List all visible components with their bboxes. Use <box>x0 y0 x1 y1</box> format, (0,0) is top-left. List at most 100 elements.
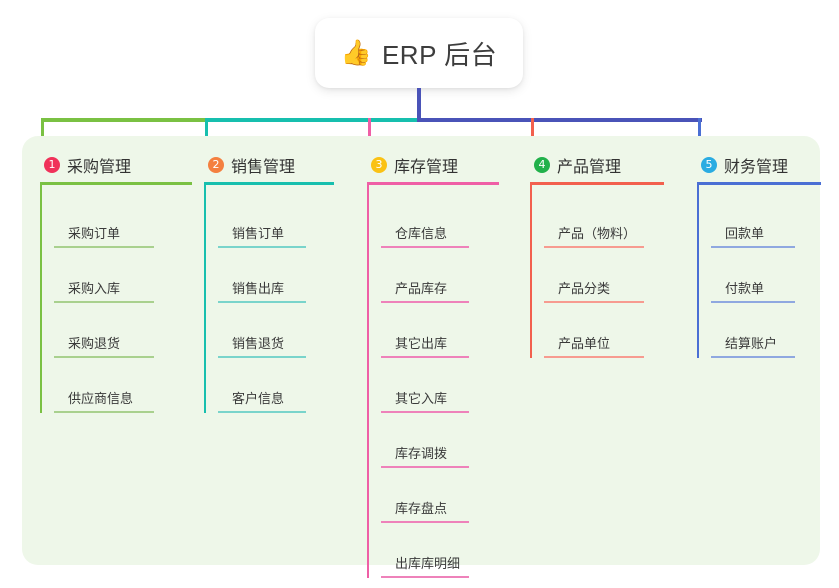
leaf-item[interactable]: 仓库信息 <box>381 214 469 248</box>
leaf-item-rule <box>544 356 644 358</box>
root-node-content: 👍 ERP 后台 <box>341 35 497 72</box>
leaf-item[interactable]: 销售订单 <box>218 214 306 248</box>
leaf-item-label: 其它出库 <box>395 336 448 351</box>
leaf-item[interactable]: 回款单 <box>711 214 795 248</box>
leaf-item[interactable]: 产品（物料） <box>544 214 644 248</box>
leaf-item-label: 付款单 <box>725 281 765 296</box>
leaf-item[interactable]: 库存调拨 <box>381 434 469 468</box>
leaf-item-label: 产品单位 <box>558 336 611 351</box>
column-drop-line-3 <box>368 118 371 152</box>
root-node-card[interactable]: 👍 ERP 后台 <box>315 18 523 88</box>
leaf-item-label: 客户信息 <box>232 391 285 406</box>
leaf-item[interactable]: 客户信息 <box>218 379 306 413</box>
leaf-item-label: 其它入库 <box>395 391 448 406</box>
root-stem-line <box>417 88 421 122</box>
column-drop-line-2 <box>205 118 208 152</box>
leaf-item[interactable]: 采购退货 <box>54 324 154 358</box>
column-drop-line-1 <box>41 118 44 152</box>
leaf-item[interactable]: 产品单位 <box>544 324 644 358</box>
bus-segment-teal <box>205 118 417 122</box>
column-title-1: 采购管理 <box>67 159 132 176</box>
leaf-item-rule <box>381 466 469 468</box>
leaf-item-label: 销售订单 <box>232 226 285 241</box>
leaf-item-rule <box>381 576 469 578</box>
leaf-item-label: 仓库信息 <box>395 226 448 241</box>
leaf-item-label: 产品分类 <box>558 281 611 296</box>
leaf-item-rule <box>218 411 306 413</box>
leaf-item-rule <box>381 521 469 523</box>
leaf-item-rule <box>711 356 795 358</box>
leaf-item[interactable]: 库存盘点 <box>381 489 469 523</box>
root-node-title: ERP 后台 <box>381 39 498 70</box>
leaf-item-rule <box>218 246 306 248</box>
column-1: 1 采购管理采购订单采购入库采购退货供应商信息 <box>40 148 192 413</box>
leaf-item-label: 产品库存 <box>395 281 448 296</box>
leaf-item[interactable]: 供应商信息 <box>54 379 154 413</box>
leaf-item-rule <box>381 246 469 248</box>
leaf-item[interactable]: 出库库明细 <box>381 544 469 578</box>
leaf-item[interactable]: 其它入库 <box>381 379 469 413</box>
leaf-item[interactable]: 采购订单 <box>54 214 154 248</box>
column-badge-4: 4 <box>534 157 550 173</box>
leaf-item-label: 出库库明细 <box>395 556 461 571</box>
column-title-3: 库存管理 <box>394 159 459 176</box>
leaf-item[interactable]: 其它出库 <box>381 324 469 358</box>
column-rule-5 <box>697 182 821 185</box>
leaf-item-rule <box>381 411 469 413</box>
column-title-5: 财务管理 <box>724 159 789 176</box>
column-2: 2 销售管理销售订单销售出库销售退货客户信息 <box>204 148 334 413</box>
leaf-item-rule <box>711 246 795 248</box>
column-header-5[interactable]: 5 财务管理 <box>697 148 821 182</box>
leaf-item-rule <box>218 356 306 358</box>
leaf-item-rule <box>54 356 154 358</box>
column-header-4[interactable]: 4 产品管理 <box>530 148 664 182</box>
leaf-item-rule <box>54 246 154 248</box>
column-trunk-2 <box>204 185 206 413</box>
column-5: 5 财务管理回款单付款单结算账户 <box>697 148 821 358</box>
leaf-item-label: 回款单 <box>725 226 765 241</box>
column-header-3[interactable]: 3 库存管理 <box>367 148 499 182</box>
leaf-item-rule <box>544 301 644 303</box>
leaf-item[interactable]: 产品分类 <box>544 269 644 303</box>
bus-segment-green <box>41 118 205 122</box>
leaf-item-label: 采购入库 <box>68 281 121 296</box>
column-badge-2: 2 <box>208 157 224 173</box>
leaf-item-label: 库存盘点 <box>395 501 448 516</box>
column-header-1[interactable]: 1 采购管理 <box>40 148 192 182</box>
column-drop-line-5 <box>698 118 701 152</box>
leaf-item[interactable]: 销售出库 <box>218 269 306 303</box>
leaf-item[interactable]: 采购入库 <box>54 269 154 303</box>
column-rule-1 <box>40 182 192 185</box>
leaf-item[interactable]: 销售退货 <box>218 324 306 358</box>
leaf-item-label: 采购退货 <box>68 336 121 351</box>
leaf-item-label: 采购订单 <box>68 226 121 241</box>
branch-panel: 1 采购管理采购订单采购入库采购退货供应商信息 2 销售管理销售订单销售出库销售退货客… <box>22 136 821 578</box>
leaf-item[interactable]: 结算账户 <box>711 324 795 358</box>
leaf-item-label: 产品（物料） <box>558 226 637 241</box>
leaf-item-label: 库存调拨 <box>395 446 448 461</box>
column-badge-3: 3 <box>371 157 387 173</box>
bus-segment-blue <box>417 118 702 122</box>
column-3: 3 库存管理仓库信息产品库存其它出库其它入库库存调拨库存盘点出库库明细 <box>367 148 499 578</box>
column-4: 4 产品管理产品（物料） 产品分类产品单位 <box>530 148 664 358</box>
column-header-2[interactable]: 2 销售管理 <box>204 148 334 182</box>
column-trunk-1 <box>40 185 42 413</box>
column-title-4: 产品管理 <box>557 159 622 176</box>
leaf-item-rule <box>381 301 469 303</box>
leaf-item[interactable]: 产品库存 <box>381 269 469 303</box>
column-badge-5: 5 <box>701 157 717 173</box>
leaf-item-rule <box>711 301 795 303</box>
leaf-item-label: 供应商信息 <box>68 391 134 406</box>
column-drop-line-4 <box>531 118 534 152</box>
leaf-item-rule <box>54 411 154 413</box>
leaf-item[interactable]: 付款单 <box>711 269 795 303</box>
column-trunk-3 <box>367 185 369 578</box>
leaf-item-label: 销售退货 <box>232 336 285 351</box>
column-badge-1: 1 <box>44 157 60 173</box>
leaf-item-rule <box>544 246 644 248</box>
column-trunk-5 <box>697 185 699 358</box>
column-title-2: 销售管理 <box>231 159 296 176</box>
column-trunk-4 <box>530 185 532 358</box>
leaf-item-rule <box>218 301 306 303</box>
